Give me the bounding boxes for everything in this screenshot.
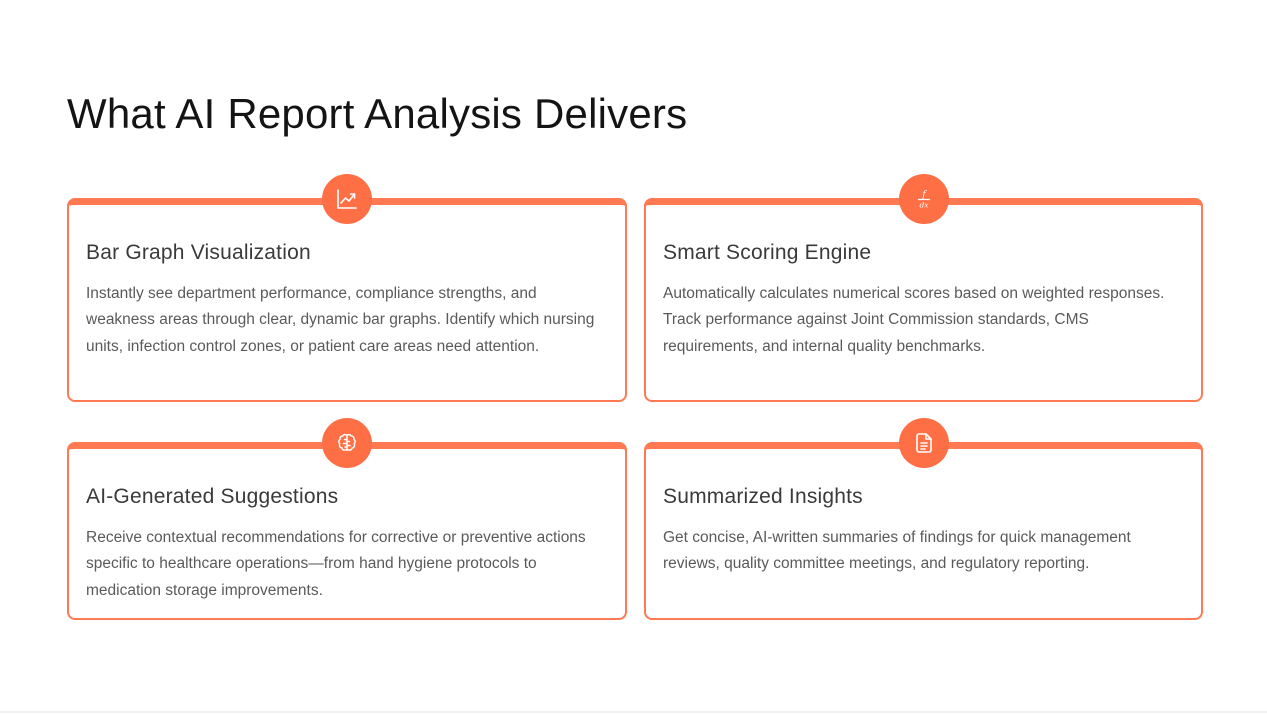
formula-bottom-text: dx bbox=[919, 201, 929, 210]
document-icon bbox=[898, 418, 949, 468]
card-title: Smart Scoring Engine bbox=[663, 241, 872, 264]
trending-up-chart-icon bbox=[322, 174, 372, 224]
card-title: Bar Graph Visualization bbox=[86, 241, 311, 264]
formula-top-text: f bbox=[921, 190, 927, 200]
feature-card-ai-suggestions: AI-Generated Suggestions Receive context… bbox=[67, 418, 627, 620]
card-description: Receive contextual recommendations for c… bbox=[86, 529, 586, 599]
card-description: Instantly see department performance, co… bbox=[86, 285, 595, 355]
brain-icon bbox=[322, 418, 372, 468]
feature-card-scoring-engine: f dx Smart Scoring Engine Automatically … bbox=[644, 174, 1203, 402]
card-description: Get concise, AI-written summaries of fin… bbox=[663, 529, 1131, 573]
feature-card-bar-graph: Bar Graph Visualization Instantly see de… bbox=[67, 174, 627, 402]
footer-divider bbox=[0, 711, 1267, 713]
derivative-formula-icon: f dx bbox=[898, 174, 949, 224]
feature-card-summarized-insights: Summarized Insights Get concise, AI-writ… bbox=[644, 418, 1203, 620]
page-title: What AI Report Analysis Delivers bbox=[67, 90, 688, 137]
card-title: AI-Generated Suggestions bbox=[86, 485, 339, 508]
card-description: Automatically calculates numerical score… bbox=[663, 285, 1165, 355]
card-title: Summarized Insights bbox=[663, 485, 863, 508]
